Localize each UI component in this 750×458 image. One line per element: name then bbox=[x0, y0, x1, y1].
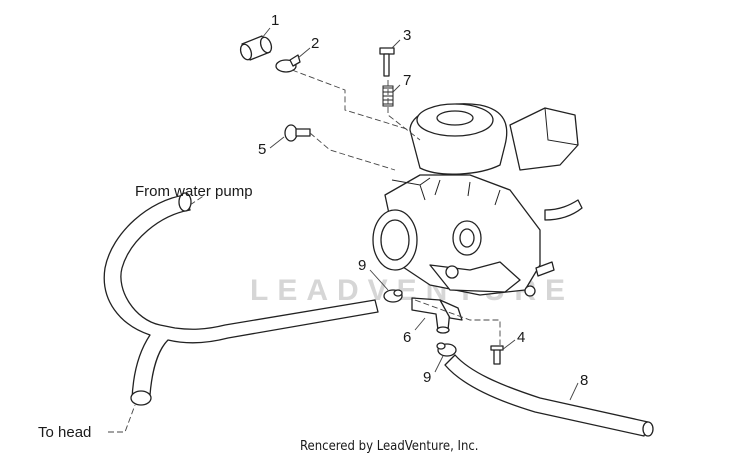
label-from-water-pump: From water pump bbox=[135, 183, 253, 200]
callout-8: 8 bbox=[580, 372, 588, 389]
callout-2: 2 bbox=[311, 35, 319, 52]
callout-5: 5 bbox=[258, 141, 266, 158]
leader-lines bbox=[261, 27, 579, 401]
callout-1: 1 bbox=[271, 12, 279, 29]
y-hose bbox=[103, 192, 379, 406]
part-4-screw bbox=[490, 345, 504, 365]
callout-7: 7 bbox=[403, 72, 411, 89]
footer-credit: Rencered by LeadVenture, Inc. bbox=[300, 439, 479, 454]
part-9-clamp-upper bbox=[383, 289, 403, 303]
part-2-clamp bbox=[275, 54, 301, 73]
part-5-screw bbox=[284, 124, 311, 142]
callout-4: 4 bbox=[517, 329, 525, 346]
callout-9-lower: 9 bbox=[423, 369, 431, 386]
part-9-clamp-lower bbox=[436, 342, 457, 357]
part-1-cap bbox=[239, 35, 273, 61]
dashed-lines bbox=[108, 69, 501, 433]
carburetor bbox=[372, 103, 583, 297]
callout-9-upper: 9 bbox=[358, 257, 366, 274]
label-to-head: To head bbox=[38, 424, 91, 441]
part-6-elbow bbox=[411, 297, 463, 334]
callout-6: 6 bbox=[403, 329, 411, 346]
hose-8 bbox=[444, 354, 654, 437]
callout-3: 3 bbox=[403, 27, 411, 44]
part-3-screw bbox=[379, 47, 395, 77]
